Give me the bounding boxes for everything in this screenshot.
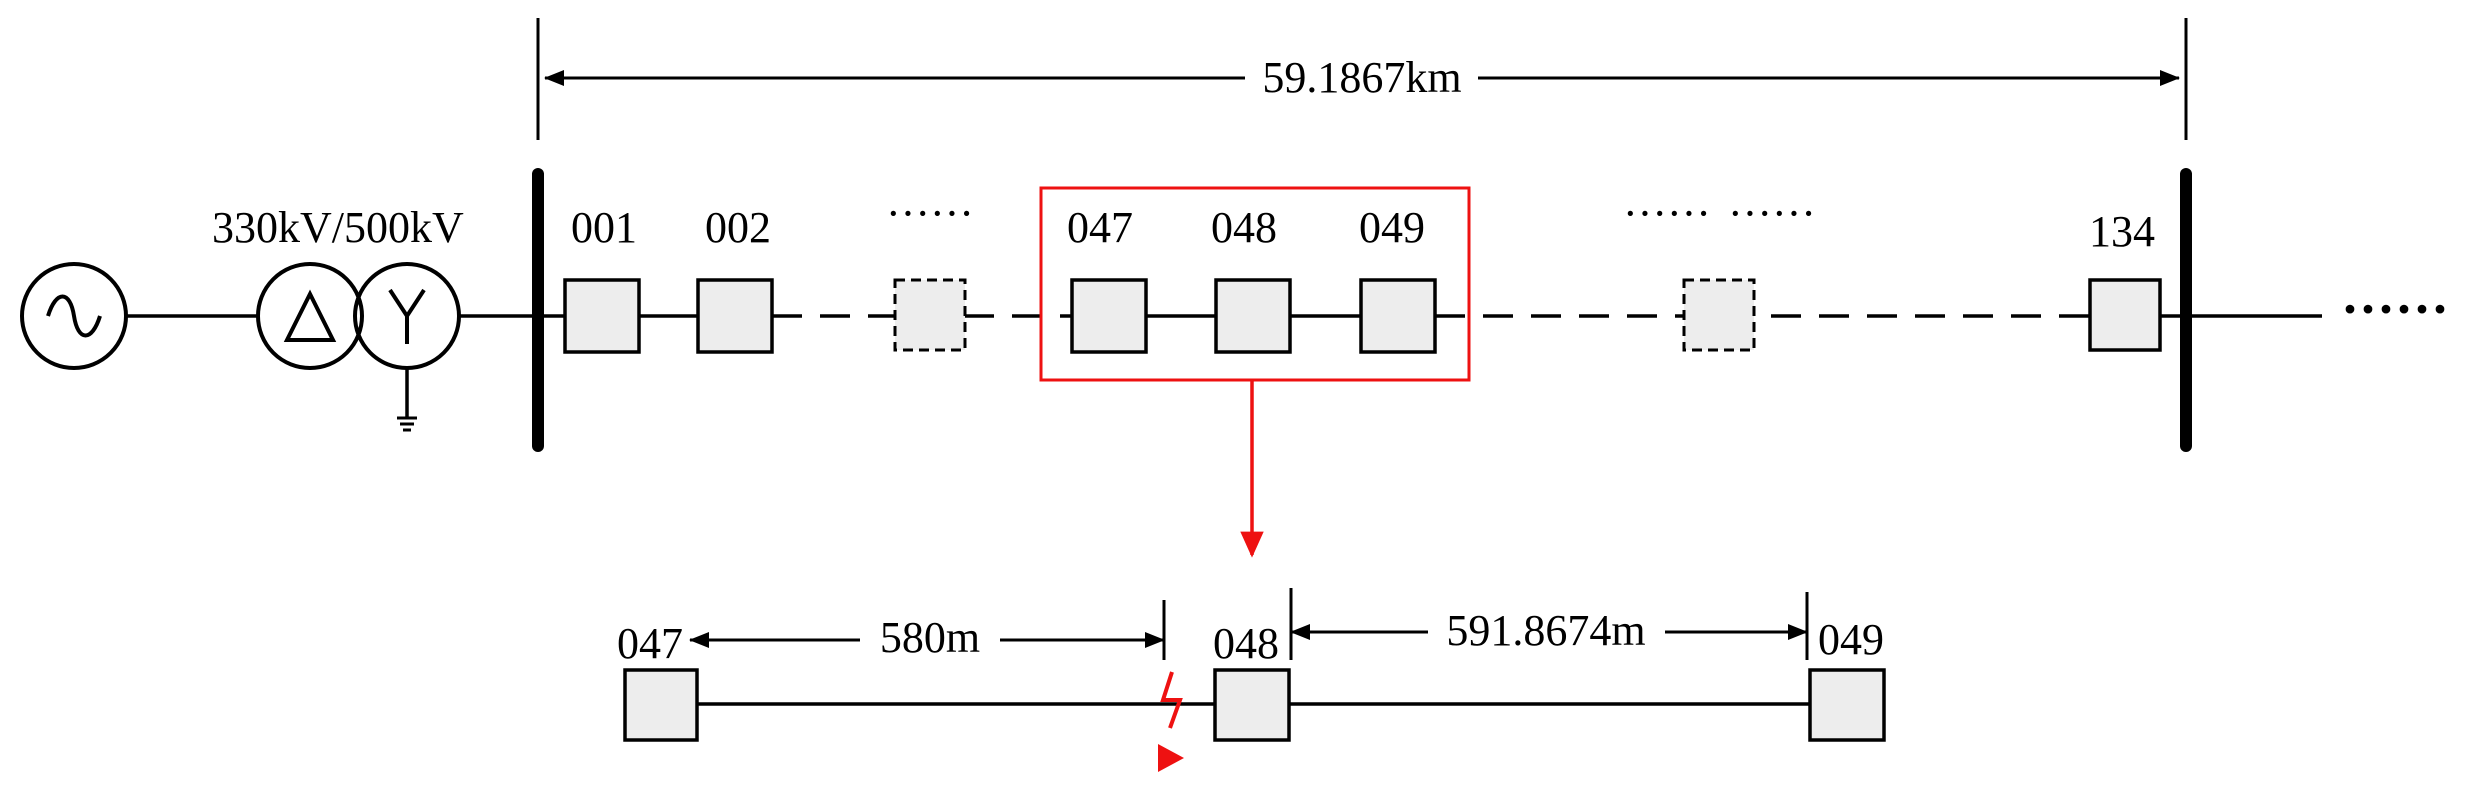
total-length-dimension: 59.1867km [536,18,2188,140]
ground-icon [397,416,417,432]
tower-label-134: 134 [2089,207,2155,256]
tower-049 [1359,278,1437,354]
span-label-048-049: 591.8674m [1446,606,1645,655]
tower-label-049: 049 [1359,203,1425,252]
wye-winding-icon [388,288,426,344]
tower-omitted-2 [1682,278,1756,352]
tower-001 [563,278,641,354]
detail-tower-049 [1808,668,1886,742]
detail-tower-047 [623,668,699,742]
tower-label-047: 047 [1067,203,1133,252]
detail-view: 580m 591.8674m 047 048 049 [617,588,1886,772]
detail-tower-label-047: 047 [617,619,683,668]
delta-winding-icon [283,289,337,342]
tower-label-002: 002 [705,203,771,252]
detail-tower-label-049: 049 [1818,615,1884,664]
tower-047 [1070,278,1148,354]
tower-label-048: 048 [1211,203,1277,252]
transformer-icon [256,262,461,432]
tower-048 [1214,278,1292,354]
ac-source-icon [20,262,128,370]
detail-tower-label-048: 048 [1213,619,1279,668]
highlight-box [1039,186,1471,382]
tower-omitted-1 [893,278,967,352]
tower-002 [696,278,774,354]
tower-label-001: 001 [571,203,637,252]
tower-134 [2088,278,2162,352]
ellipsis-1: ······ [886,189,974,238]
ellipsis-line-end: ······ [2341,279,2449,339]
span-label-047-048: 580m [880,613,980,662]
fault-lightning-icon [1158,671,1184,772]
detail-tower-048 [1213,668,1291,742]
transformer-label: 330kV/500kV [212,203,464,252]
ellipsis-2: ······ [1623,189,1711,238]
total-length-label: 59.1867km [1262,53,1461,102]
ellipsis-3: ······ [1728,189,1816,238]
